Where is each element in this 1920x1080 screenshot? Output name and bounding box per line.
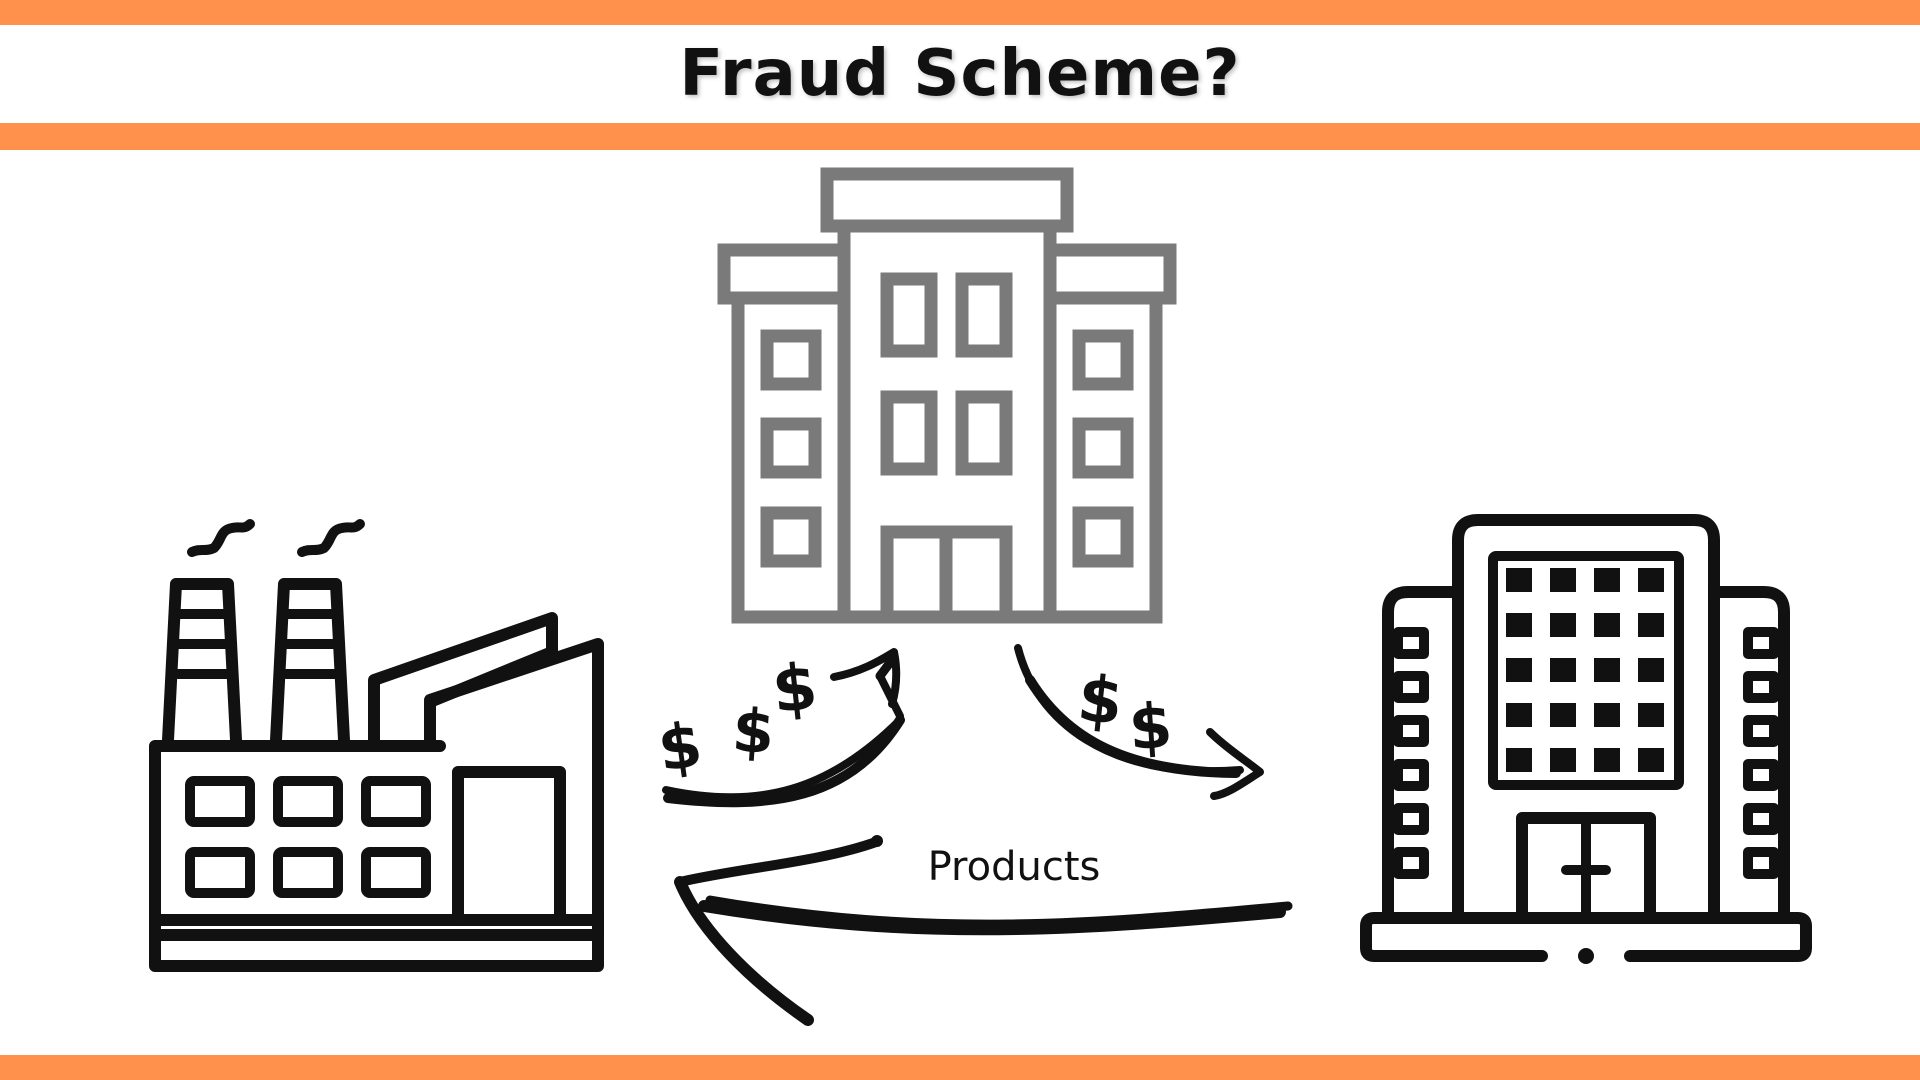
- apartment-window: [1506, 568, 1532, 592]
- title-underline-band: [0, 123, 1920, 150]
- office-building-icon: [717, 167, 1177, 624]
- apartment-window: [1638, 613, 1664, 637]
- apartment-window: [1594, 703, 1620, 727]
- apartment-window-grid: [1506, 568, 1664, 772]
- dollar-sign-group: $$$$$: [654, 650, 1175, 786]
- bottom-accent-band: [0, 1055, 1920, 1080]
- apartment-window: [1638, 658, 1664, 682]
- dollar-sign: $: [1074, 662, 1126, 740]
- money-flow-to-apartment: [1014, 644, 1264, 800]
- dollar-sign: $: [730, 696, 777, 769]
- title-bar: Fraud Scheme?: [0, 25, 1920, 123]
- apartment-window: [1594, 748, 1620, 772]
- apartment-window: [1550, 658, 1576, 682]
- products-flow-label: Products: [928, 844, 1101, 890]
- factory-icon: [149, 519, 604, 972]
- apartment-window: [1550, 568, 1576, 592]
- apartment-window: [1506, 703, 1532, 727]
- apartment-window: [1638, 703, 1664, 727]
- apartment-window: [1550, 703, 1576, 727]
- top-accent-band: [0, 0, 1920, 25]
- apartment-window: [1506, 613, 1532, 637]
- apartment-window: [1594, 613, 1620, 637]
- apartment-window: [1550, 613, 1576, 637]
- apartment-window: [1638, 568, 1664, 592]
- apartment-window: [1594, 568, 1620, 592]
- money-flow-to-office: [662, 648, 905, 808]
- apartment-window: [1506, 658, 1532, 682]
- dollar-sign: $: [654, 708, 707, 786]
- diagram-title: Fraud Scheme?: [679, 37, 1241, 111]
- apartment-building-icon: [1360, 514, 1812, 964]
- apartment-window: [1638, 748, 1664, 772]
- dollar-sign: $: [769, 650, 821, 728]
- products-flow-to-factory: [674, 835, 1293, 1026]
- apartment-window: [1594, 658, 1620, 682]
- dollar-sign: $: [1126, 689, 1174, 765]
- apartment-window: [1550, 748, 1576, 772]
- apartment-window: [1506, 748, 1532, 772]
